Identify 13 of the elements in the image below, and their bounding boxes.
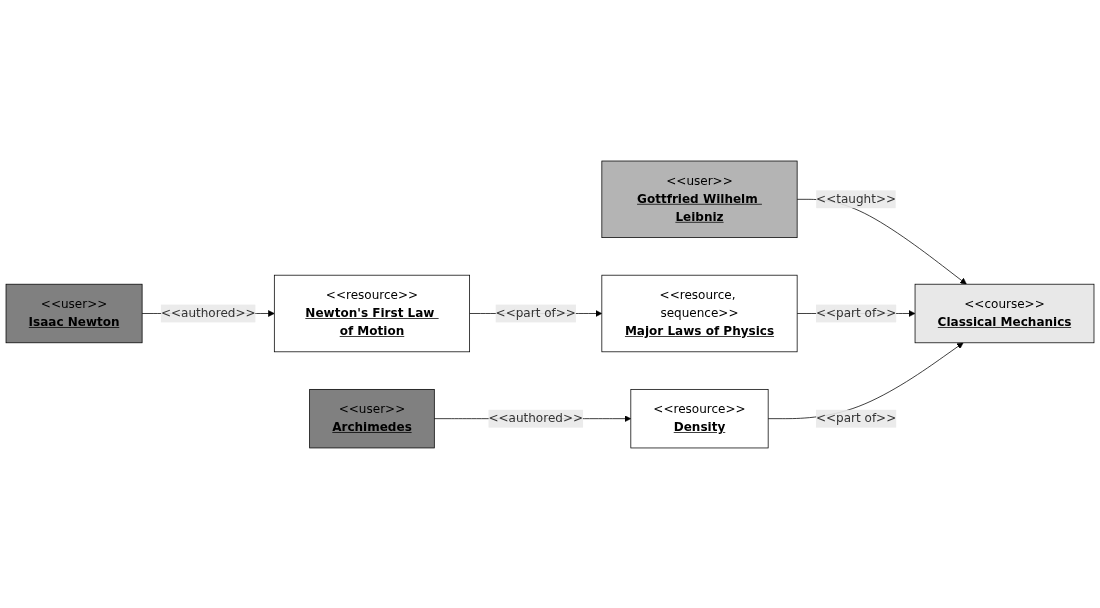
node-box: <<user>> Gottfried Wilhelm Leibniz	[601, 160, 798, 238]
edge-label: <<taught>>	[816, 191, 897, 206]
node-box: <<course>> Classical Mechanics	[914, 283, 1095, 343]
node-box: <<resource, sequence>> Major Laws of Physics	[601, 274, 798, 352]
node-box: <<user>> Isaac Newton	[5, 283, 143, 343]
edge-label: <<authored>>	[488, 410, 584, 425]
node-box: <<resource>> Newton's First Law of Motion	[273, 274, 470, 352]
edge-label: <<part of>>	[495, 305, 576, 320]
edge-label: <<authored>>	[160, 305, 256, 320]
node-box: <<resource>> Density	[630, 388, 769, 448]
edge-label: <<part of>>	[815, 410, 897, 425]
edge-label: <<part of>>	[815, 305, 897, 320]
node-box: <<user>> Archimedes	[309, 388, 435, 448]
